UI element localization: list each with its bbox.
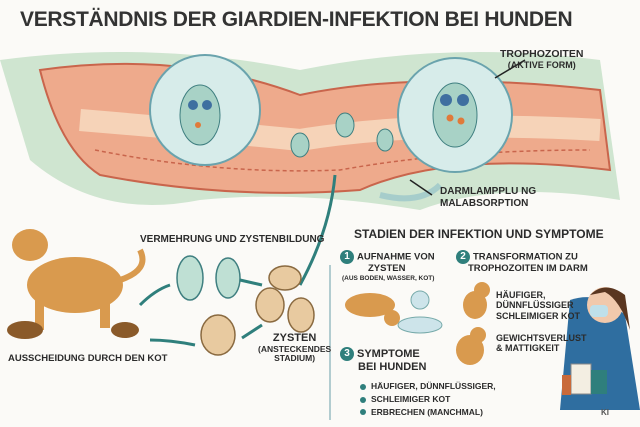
darm-label-line2: Malabsorption: [440, 197, 529, 209]
cysts-title: Zysten: [272, 332, 317, 344]
excretion-label: Ausscheidung durch den Kot: [8, 353, 168, 364]
symptom-a-line3: schleimiger Kot: [496, 310, 581, 321]
trophozoite-magnifier-right: [397, 57, 513, 173]
bullet-item: Häufiger, dünnflüssiger,: [360, 380, 496, 393]
trophozoites-subtitle: (Aktive Form): [507, 60, 576, 71]
water-bowl: [397, 316, 443, 334]
cysts: [200, 265, 315, 356]
flow-arrow: [298, 174, 337, 286]
dog-illustration: [12, 229, 146, 330]
step-2-title2: Trophozoiten im Darm: [468, 263, 588, 274]
step-1-title1: Aufnahme von: [357, 251, 435, 263]
trophozoites-label: Trophozoiten (Aktive Form): [500, 48, 583, 70]
trophozoites-in-lumen: [290, 112, 394, 158]
watermark: KI: [601, 408, 609, 417]
symptom-b-line2: & Mattigkeit: [496, 343, 560, 354]
medicine-bottles: [562, 363, 607, 395]
page-title: Verständnis der Giardien-Infektion bei H…: [20, 8, 573, 31]
darm-label-line1: Darmlampplu ng: [440, 186, 537, 197]
step-2: 2Transformation zu Trophozoiten im Darm: [456, 250, 588, 275]
dividing-trophozoites: [176, 255, 241, 301]
step-3-title2: bei Hunden: [358, 361, 427, 373]
symptom-a-line2: dünnflüssiger: [496, 300, 574, 311]
step-2-title1: Transformation zu: [473, 251, 578, 263]
bullet-text: Erbrechen (manchmal): [371, 406, 483, 417]
symptom-b: Gewichtsverlust & Mattigkeit: [496, 333, 587, 354]
replication-label: Vermehrung und Zystenbildung: [140, 234, 325, 245]
symptom-bullets: Häufiger, dünnflüssiger, schleimiger Kot…: [360, 380, 496, 418]
pointer-arrows: [409, 59, 526, 196]
trophozoite-magnifier-left: [149, 54, 261, 166]
step-3: 3Symptome bei Hunden: [340, 347, 426, 374]
step-3-title1: Symptome: [357, 347, 420, 360]
step-2-number: 2: [456, 250, 470, 264]
symptom-b-line1: Gewichtsverlust: [496, 333, 587, 343]
step-1-number: 1: [340, 250, 354, 264]
trophozoites-title: Trophozoiten: [500, 48, 584, 60]
bullet-text: schleimiger Kot: [371, 393, 451, 404]
darm-label: Darmlampplu ng Malabsorption: [440, 186, 536, 209]
step-1-title2: Zysten: [368, 263, 406, 274]
cysts-sub2: Stadium): [274, 353, 316, 364]
puppies: [345, 282, 490, 365]
feces: [7, 321, 139, 339]
step-3-number: 3: [340, 347, 354, 361]
symptom-a: Häufiger, dünnflüssiger schleimiger Kot: [496, 290, 580, 321]
stages-heading: Stadien der Infektion und Symptome: [354, 227, 604, 241]
symptom-a-line1: Häufiger,: [496, 290, 546, 300]
cycle-arrows: [138, 278, 263, 347]
bullet-text: Häufiger, dünnflüssiger,: [371, 381, 496, 391]
bullet-item: schleimiger Kot: [360, 393, 496, 406]
cysts-sub1: (Ansteckendes: [258, 343, 332, 354]
step-1-sub: (aus Boden, Wasser, Kot): [342, 274, 435, 282]
cyst-inset: [410, 290, 430, 310]
step-1: 1Aufnahme von Zysten (aus Boden, Wasser,…: [340, 250, 435, 282]
cysts-label: Zysten (Ansteckendes Stadium): [258, 332, 331, 364]
bullet-item: Erbrechen (manchmal): [360, 406, 496, 419]
